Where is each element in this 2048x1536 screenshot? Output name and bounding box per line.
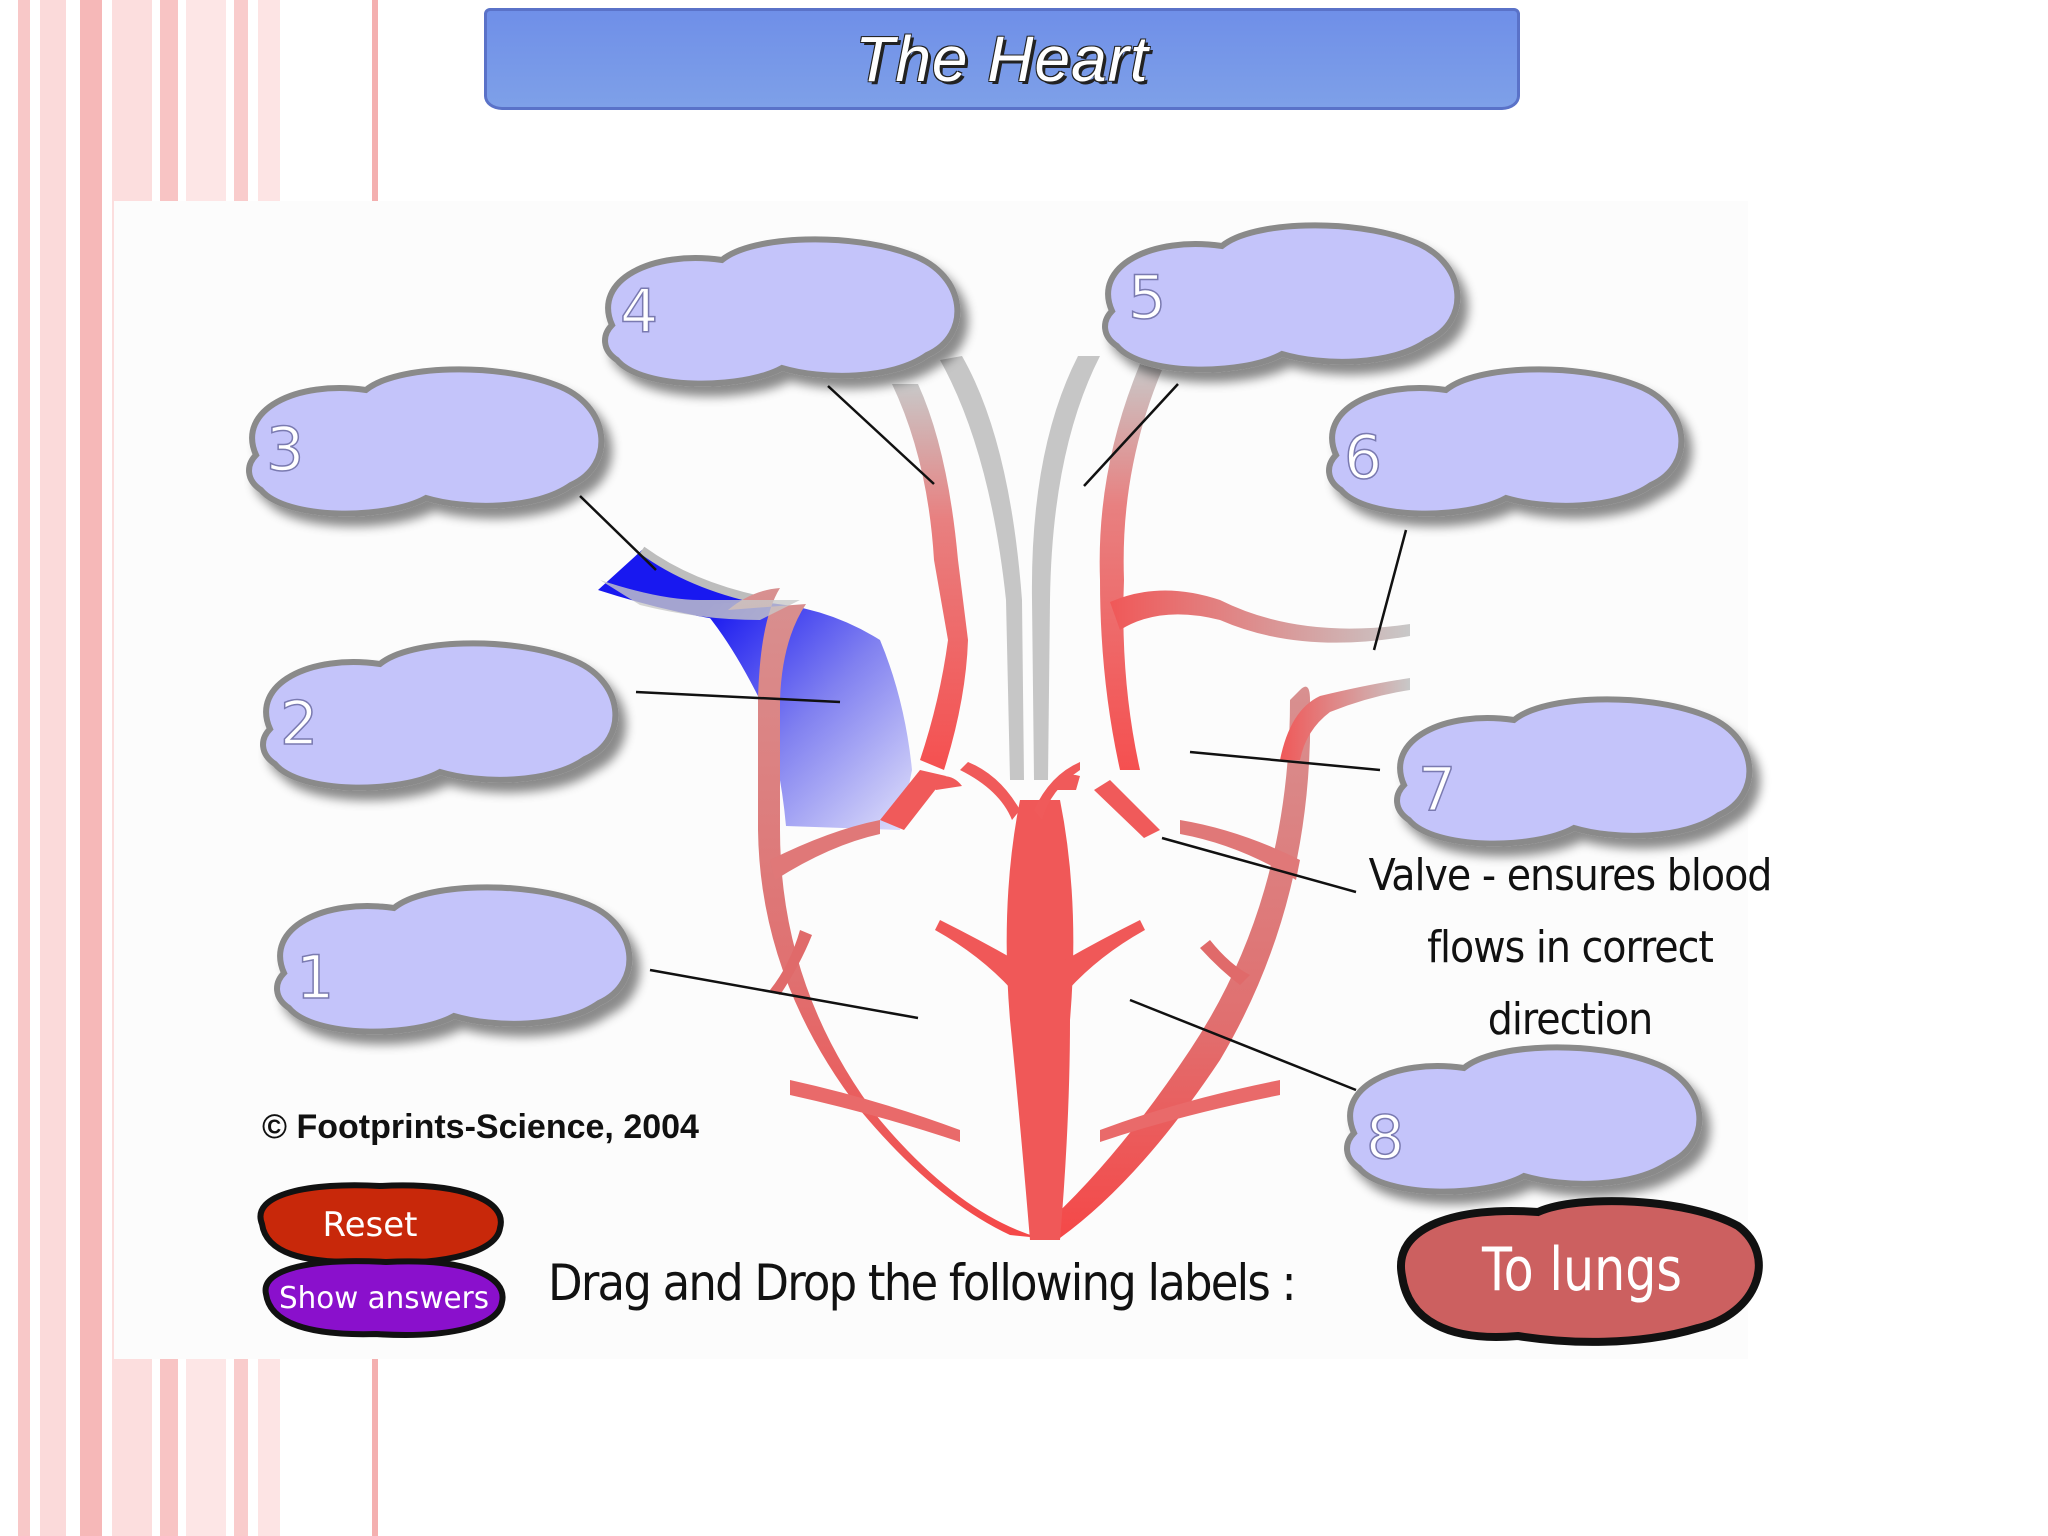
right-atrium-blood (700, 602, 912, 830)
vena-cava-edge (639, 546, 761, 604)
reset-label: Reset (323, 1205, 418, 1245)
leader-lines (579, 383, 1408, 1092)
valve-center (960, 762, 1020, 820)
septum (1006, 800, 1074, 1240)
valve-annotation-line: direction (1487, 994, 1653, 1045)
label-cloud-2[interactable]: 2 (263, 643, 615, 787)
valve-annotation-line: flows in correct (1427, 922, 1714, 973)
valve-center (1034, 762, 1080, 820)
instruction-text: Drag and Drop the following labels : (548, 1254, 1297, 1312)
title-bar: The Heart (484, 8, 1520, 110)
label-cloud-4[interactable]: 4 (605, 239, 957, 383)
valve-left (1094, 780, 1160, 838)
aorta-inner (940, 356, 1024, 780)
draggable-label-text: To lungs (1481, 1235, 1682, 1305)
septum-branch (935, 920, 1015, 990)
cloud-number: 7 (1418, 755, 1456, 825)
cloud-number: 2 (280, 689, 318, 759)
pulmonary-vein-top (1110, 590, 1410, 643)
ventricle-floor (790, 1080, 960, 1142)
pulmonary-right-left (600, 580, 800, 620)
copyright-notice: © Footprints-Science, 2004 (262, 1108, 699, 1146)
pulmonary-artery (1099, 364, 1162, 770)
atrial-floor (1180, 820, 1300, 880)
show-answers-button[interactable]: Show answers (256, 1254, 512, 1340)
cloud-number: 6 (1344, 423, 1382, 493)
papillary (1200, 940, 1250, 985)
atrial-floor (770, 820, 880, 880)
ventricle-floor (1100, 1080, 1280, 1142)
valve-annotation: Valve - ensures blood flows in correct d… (1340, 840, 1800, 1056)
label-cloud-8[interactable]: 8 (1347, 1047, 1699, 1191)
cloud-number: 3 (266, 415, 304, 485)
cloud-number: 8 (1366, 1103, 1404, 1173)
heart-structure (598, 356, 1410, 1240)
aorta-right-branch (1031, 356, 1100, 780)
left-heart-wall (1030, 686, 1311, 1238)
page-title: The Heart (855, 23, 1149, 95)
aorta-left-branch (892, 384, 968, 770)
papillary (770, 930, 812, 995)
label-cloud-5[interactable]: 5 (1105, 225, 1457, 369)
reset-button[interactable]: Reset (250, 1180, 510, 1266)
valve-right (880, 770, 946, 830)
septum-branch (1065, 920, 1145, 990)
valve-annotation-line: Valve - ensures blood (1368, 850, 1773, 901)
cloud-number: 5 (1128, 263, 1166, 333)
label-cloud-6[interactable]: 6 (1329, 369, 1681, 513)
show-answers-label: Show answers (279, 1281, 489, 1316)
label-cloud-7[interactable]: 7 (1397, 699, 1749, 843)
cloud-number: 4 (620, 277, 658, 347)
draggable-label-to-lungs[interactable]: To lungs (1388, 1196, 1768, 1348)
cloud-number: 1 (296, 943, 334, 1013)
valve-right (928, 776, 962, 790)
pulmonary-vein-bottom (1280, 678, 1410, 760)
label-cloud-1[interactable]: 1 (277, 887, 629, 1031)
label-cloud-3[interactable]: 3 (249, 369, 601, 513)
